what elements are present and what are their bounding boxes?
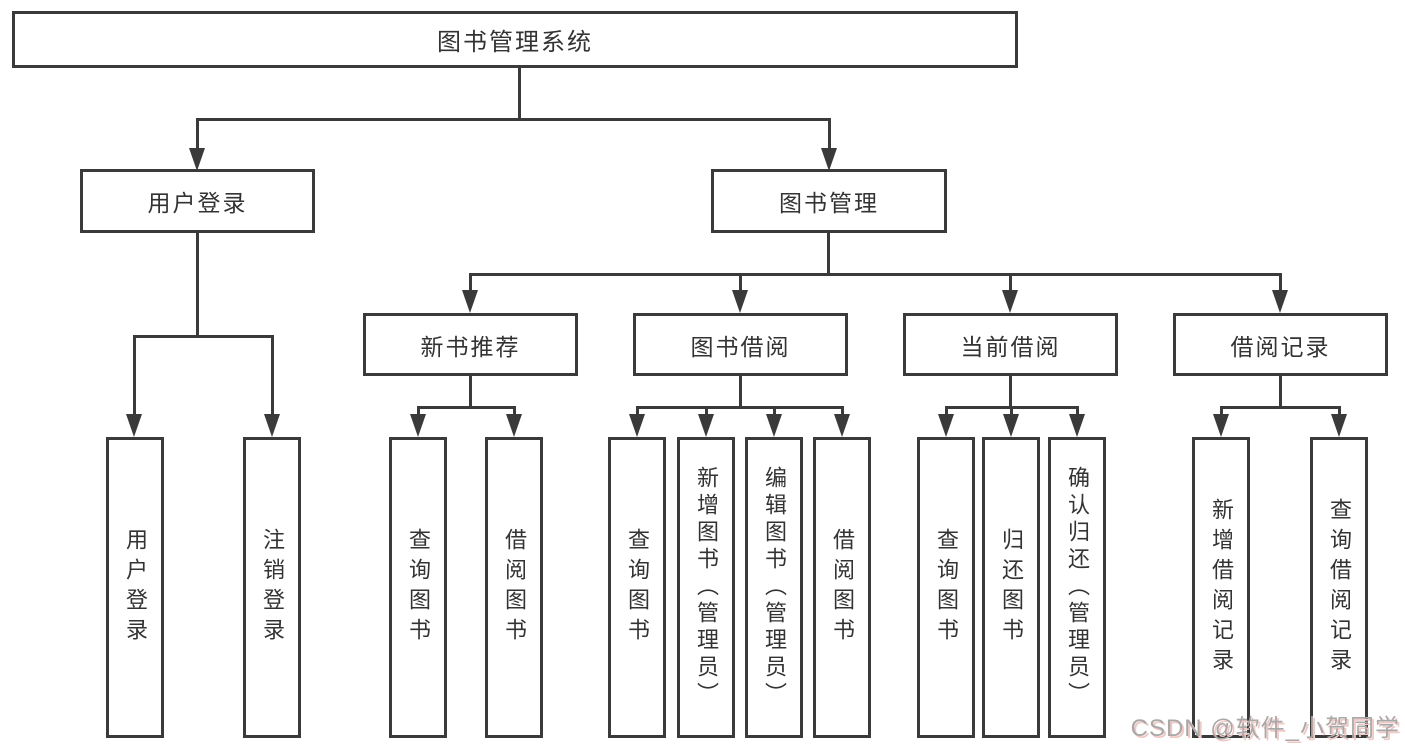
connector-hline	[1220, 406, 1341, 409]
arrowhead-down-icon	[766, 414, 782, 437]
leaf-bb-query-books: 查询图书	[608, 437, 666, 738]
leaf-user-login-label: 用户登录	[123, 527, 148, 648]
node-user-login-label: 用户登录	[147, 190, 248, 216]
leaf-bb-edit-books-admin: 编辑图书（管理员）	[745, 437, 803, 738]
arrowhead-down-icon	[506, 414, 522, 437]
connector-hline	[133, 335, 274, 338]
arrowhead-down-icon	[1003, 414, 1019, 437]
node-new-book-recommend-label: 新书推荐	[420, 333, 521, 360]
connector-stem	[196, 233, 199, 337]
connector-stem	[1076, 406, 1079, 417]
connector-stem	[773, 406, 776, 417]
leaf-cb-confirm-return-admin: 确认归还（管理员）	[1048, 437, 1106, 738]
connector-stem	[133, 335, 136, 416]
node-book-borrow-label: 图书借阅	[690, 333, 791, 360]
arrowhead-down-icon	[1002, 290, 1018, 313]
arrowhead-down-icon	[410, 414, 426, 437]
node-current-borrow: 当前借阅	[903, 313, 1118, 376]
connector-hline	[417, 406, 516, 409]
connector-stem	[271, 335, 274, 416]
node-book-borrow: 图书借阅	[633, 313, 848, 376]
node-book-management: 图书管理	[711, 169, 947, 233]
connector-root-stem	[518, 67, 521, 120]
arrowhead-down-icon	[126, 414, 142, 437]
leaf-rec-borrow-books: 借阅图书	[485, 437, 543, 738]
arrowhead-down-icon	[1069, 414, 1085, 437]
leaf-rec-query-books: 查询图书	[389, 437, 447, 738]
arrowhead-down-icon	[938, 414, 954, 437]
leaf-rec-query-books-label: 查询图书	[406, 527, 431, 648]
node-borrow-records: 借阅记录	[1173, 313, 1388, 376]
leaf-br-query-record: 查询借阅记录	[1310, 437, 1368, 738]
leaf-br-add-record-label: 新增借阅记录	[1209, 497, 1234, 678]
node-current-borrow-label: 当前借阅	[960, 333, 1061, 360]
leaf-cb-query-books-label: 查询图书	[934, 527, 959, 648]
connector-stem	[1010, 406, 1013, 417]
connector-stem	[1338, 406, 1341, 417]
connector-hline	[636, 406, 844, 409]
arrowhead-down-icon	[462, 290, 478, 313]
arrowhead-down-icon	[834, 414, 850, 437]
connector-stem	[827, 233, 830, 275]
connector-stem	[1009, 273, 1012, 292]
connector-stem	[417, 406, 420, 417]
arrowhead-down-icon	[264, 414, 280, 437]
connector-stem	[841, 406, 844, 417]
arrowhead-down-icon	[189, 148, 205, 171]
connector-stem	[1279, 376, 1282, 409]
node-root-label: 图书管理系统	[437, 29, 593, 56]
arrowhead-down-icon	[1213, 414, 1229, 437]
leaf-cb-query-books: 查询图书	[917, 437, 975, 738]
connector-stem	[196, 118, 199, 151]
leaf-cb-confirm-return-admin-label: 确认归还（管理员）	[1065, 466, 1090, 709]
leaf-bb-borrow-books-label: 借阅图书	[830, 527, 855, 648]
leaf-bb-add-books-admin-label: 新增图书（管理员）	[694, 466, 719, 709]
leaf-bb-query-books-label: 查询图书	[625, 527, 650, 648]
arrowhead-down-icon	[1272, 290, 1288, 313]
leaf-bb-add-books-admin: 新增图书（管理员）	[677, 437, 735, 738]
arrowhead-down-icon	[732, 290, 748, 313]
leaf-logout-label: 注销登录	[260, 527, 285, 648]
leaf-rec-borrow-books-label: 借阅图书	[502, 527, 527, 648]
connector-stem	[828, 118, 831, 151]
leaf-user-login: 用户登录	[106, 437, 164, 738]
arrowhead-down-icon	[629, 414, 645, 437]
connector-stem	[469, 376, 472, 409]
connector-stem	[469, 273, 472, 292]
leaf-cb-return-books-label: 归还图书	[999, 527, 1024, 648]
connector-stem	[705, 406, 708, 417]
arrowhead-down-icon	[698, 414, 714, 437]
connector-stem	[739, 376, 742, 409]
connector-stem	[945, 406, 948, 417]
leaf-cb-return-books: 归还图书	[982, 437, 1040, 738]
arrowhead-down-icon	[821, 148, 837, 171]
connector-stem	[1279, 273, 1282, 292]
connector-stem	[513, 406, 516, 417]
leaf-bb-edit-books-admin-label: 编辑图书（管理员）	[762, 466, 787, 709]
arrowhead-down-icon	[1331, 414, 1347, 437]
watermark-text: CSDN @软件_小贺同学	[1130, 715, 1400, 742]
node-borrow-records-label: 借阅记录	[1230, 333, 1331, 360]
node-user-login: 用户登录	[80, 169, 315, 233]
connector-stem	[1220, 406, 1223, 417]
leaf-br-query-record-label: 查询借阅记录	[1327, 497, 1352, 678]
connector-stem	[1009, 376, 1012, 409]
connector-stem	[636, 406, 639, 417]
node-new-book-recommend: 新书推荐	[363, 313, 578, 376]
connector-stem	[739, 273, 742, 292]
leaf-br-add-record: 新增借阅记录	[1192, 437, 1250, 738]
connector-level3-hline	[469, 273, 1282, 276]
node-book-management-label: 图书管理	[779, 190, 879, 216]
node-root: 图书管理系统	[12, 11, 1018, 68]
connector-level2-hline	[196, 118, 830, 121]
leaf-bb-borrow-books: 借阅图书	[813, 437, 871, 738]
leaf-logout: 注销登录	[243, 437, 301, 738]
